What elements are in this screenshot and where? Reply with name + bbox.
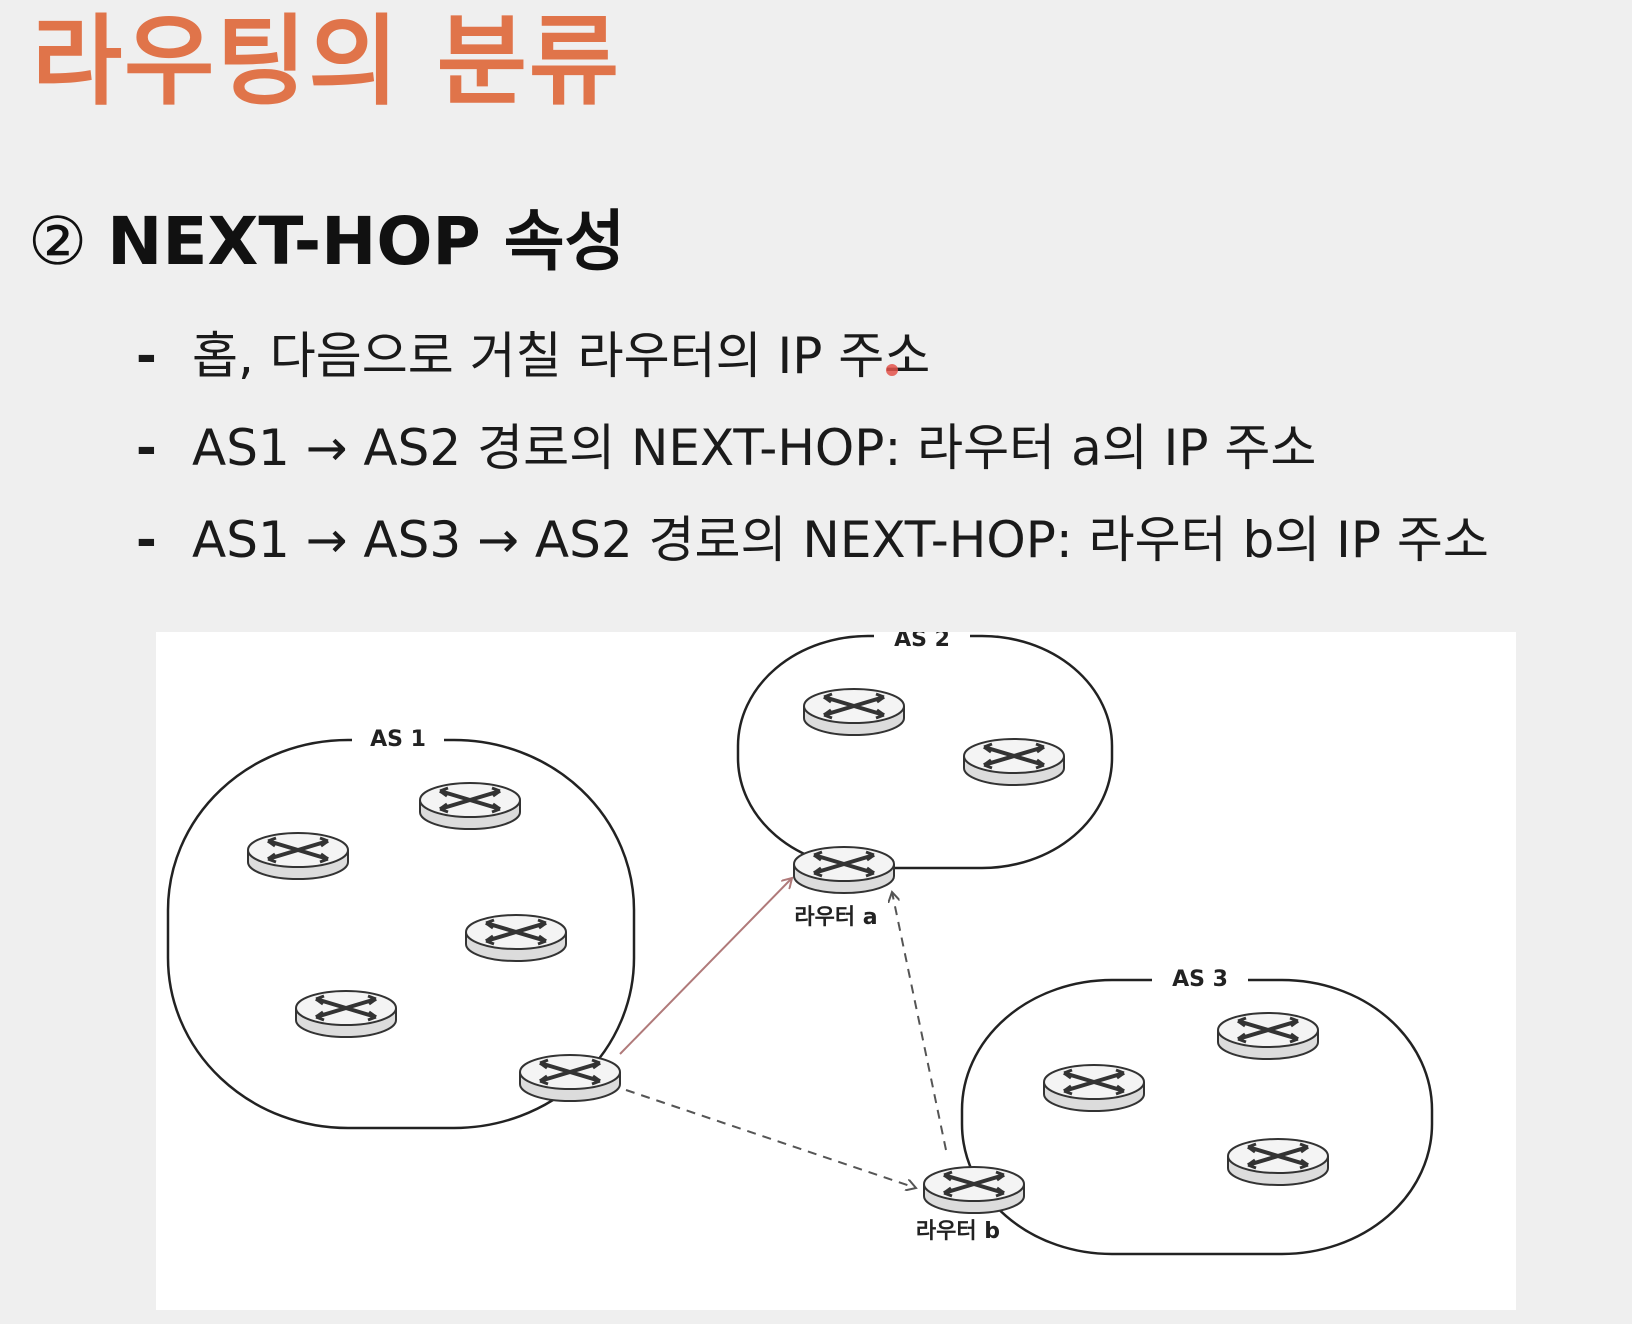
- router-icon: [1226, 1137, 1330, 1187]
- router-icon: [464, 913, 568, 963]
- as1-border-router-icon: [518, 1053, 622, 1103]
- network-diagram: AS 1 AS 2 AS 3 라우터 a 라우터 b: [156, 632, 1516, 1310]
- bullet-marker: -: [136, 511, 157, 569]
- as2-label: AS 2: [894, 632, 950, 652]
- router-icon: [1216, 1011, 1320, 1061]
- router-icon: [418, 781, 522, 831]
- diagram-canvas: AS 1 AS 2 AS 3 라우터 a 라우터 b: [166, 632, 1434, 1256]
- router-b-icon: [922, 1165, 1026, 1215]
- router-icon: [1042, 1063, 1146, 1113]
- slide-title: 라우팅의 분류: [32, 5, 622, 119]
- bullet-marker: -: [136, 327, 157, 385]
- router-icon: [962, 737, 1066, 787]
- as3-boundary: [960, 978, 1434, 1256]
- as1-label: AS 1: [370, 727, 426, 752]
- router-icon: [246, 831, 350, 881]
- section-title: NEXT-HOP 속성: [107, 203, 626, 280]
- router-a-icon: [792, 845, 896, 895]
- router-a-label: 라우터 a: [794, 905, 877, 930]
- bullet-item: -AS1 → AS3 → AS2 경로의 NEXT-HOP: 라우터 b의 IP…: [136, 504, 1489, 596]
- bullet-marker: -: [136, 419, 157, 477]
- bullet-item: -AS1 → AS2 경로의 NEXT-HOP: 라우터 a의 IP 주소: [136, 412, 1489, 504]
- path-as1-to-router-a: [619, 878, 792, 1055]
- as3-label: AS 3: [1172, 967, 1228, 992]
- mouse-cursor-indicator: [886, 364, 898, 376]
- path-as1-to-router-b: [625, 1089, 916, 1188]
- section-number: ②: [28, 203, 88, 280]
- bullet-text: AS1 → AS2 경로의 NEXT-HOP: 라우터 a의 IP 주소: [192, 419, 1317, 477]
- router-b-label: 라우터 b: [916, 1219, 1000, 1244]
- path-router-b-to-router-a: [892, 892, 947, 1151]
- bullet-text: 홉, 다음으로 거칠 라우터의 IP 주소: [192, 327, 931, 385]
- bullet-list: -홉, 다음으로 거칠 라우터의 IP 주소 -AS1 → AS2 경로의 NE…: [136, 320, 1489, 596]
- router-icon: [802, 687, 906, 737]
- bullet-text: AS1 → AS3 → AS2 경로의 NEXT-HOP: 라우터 b의 IP …: [192, 511, 1489, 569]
- bullet-item: -홉, 다음으로 거칠 라우터의 IP 주소: [136, 320, 1489, 412]
- router-icon: [294, 989, 398, 1039]
